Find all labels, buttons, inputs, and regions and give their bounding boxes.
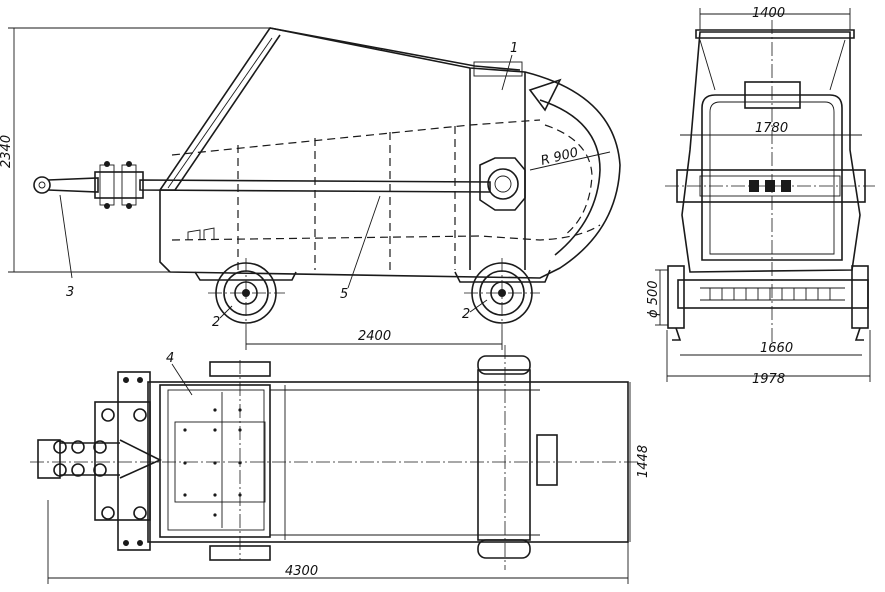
plan-rear-axle-drum: [477, 369, 531, 541]
dim-radius-label: R 900: [539, 145, 579, 169]
callout-1: 1: [510, 41, 518, 56]
plan-view: 4 1448 4300: [30, 345, 651, 584]
plan-rivets: [183, 408, 242, 517]
side-end-arc-inner: [539, 99, 601, 256]
callout-2-front: 2: [212, 315, 220, 330]
plan-hopper-frame: [159, 384, 271, 538]
pivot-hub: [487, 168, 519, 200]
callout-3: 3: [66, 285, 74, 300]
end-left-diag: [699, 39, 846, 91]
bolt: [126, 161, 132, 167]
dim-plan-length-label: 4300: [285, 564, 318, 579]
side-axle-housing-rear: [454, 269, 551, 283]
callout-5: 5: [340, 287, 348, 302]
leader-1: [501, 54, 513, 91]
end-axle: [677, 279, 869, 309]
plan-inner-walls: [270, 385, 540, 540]
tow-eye-link: [47, 177, 99, 193]
plan-tow-eye: [37, 439, 61, 479]
plan-rear-handle: [536, 434, 558, 486]
tow-eye: [33, 176, 51, 194]
plan-front-bracket: [117, 371, 151, 551]
pivot-pin: [494, 175, 512, 193]
side-wheel-front: [208, 258, 285, 330]
plan-rear-wheel-top: [477, 355, 531, 375]
plan-tow-links: [60, 439, 162, 479]
side-view: 1 2 2 3 5 2340 R 900 2400: [0, 27, 621, 350]
plan-coupling-frame: [94, 401, 151, 521]
latch-mark: [187, 227, 215, 240]
plan-hopper-inner: [167, 389, 265, 531]
callout-4: 4: [166, 351, 174, 366]
dim-height-label: 2340: [0, 135, 14, 168]
side-wheel-rear: [464, 258, 540, 330]
side-end-notch: [528, 78, 562, 112]
dim-axle-width-label: 1660: [760, 341, 793, 356]
leader-2a: [219, 305, 233, 319]
end-top-box: [744, 81, 801, 109]
dim-plan-width-label: 1448: [636, 445, 651, 478]
side-axle-housing-front: [194, 271, 297, 281]
leader-3: [59, 194, 73, 279]
end-inner-frame: [701, 94, 843, 261]
leader-5: [347, 195, 381, 289]
side-hidden-top: [171, 119, 541, 156]
side-body-outline: [159, 27, 621, 279]
side-hidden-arc: [544, 124, 593, 236]
tow-coupling-plate-1: [99, 164, 115, 206]
tow-coupling-plate-2: [121, 164, 137, 206]
callout-2-rear: 2: [462, 307, 470, 322]
plan-rear-wheel-bottom: [477, 539, 531, 559]
dim-wheelbase-label: 2400: [358, 329, 391, 344]
end-top-rim: [695, 29, 855, 39]
bolt: [126, 203, 132, 209]
side-hidden-bottom: [171, 224, 601, 241]
side-front-panel-inner: [167, 37, 273, 189]
bolt: [104, 203, 110, 209]
leader-2b: [469, 299, 488, 313]
tow-coupling: [94, 171, 144, 199]
bolt: [104, 161, 110, 167]
side-top-rim: [269, 27, 521, 71]
leader-4: [171, 363, 193, 396]
dim-wheel-dia-label: ϕ 500: [646, 280, 661, 318]
dim-frame-width-label: 1780: [755, 121, 788, 136]
end-wheel-right: [851, 265, 869, 329]
end-support-left: [672, 327, 682, 341]
tow-eye-hole: [38, 181, 46, 189]
tow-bar: [139, 179, 491, 193]
dim-overall-width-label: 1978: [752, 372, 785, 387]
end-view: 1400 1780 ϕ 500 1660 1978: [646, 6, 875, 387]
end-support-right: [854, 327, 864, 341]
side-rim-bracket: [473, 61, 523, 77]
end-inner-frame-2: [709, 101, 835, 255]
end-axle-hatch: [700, 287, 845, 301]
dim-top-width-label: 1400: [752, 6, 785, 21]
radius-leader: [529, 151, 611, 171]
pivot-boss: [479, 157, 526, 211]
end-wheel-left: [667, 265, 685, 329]
